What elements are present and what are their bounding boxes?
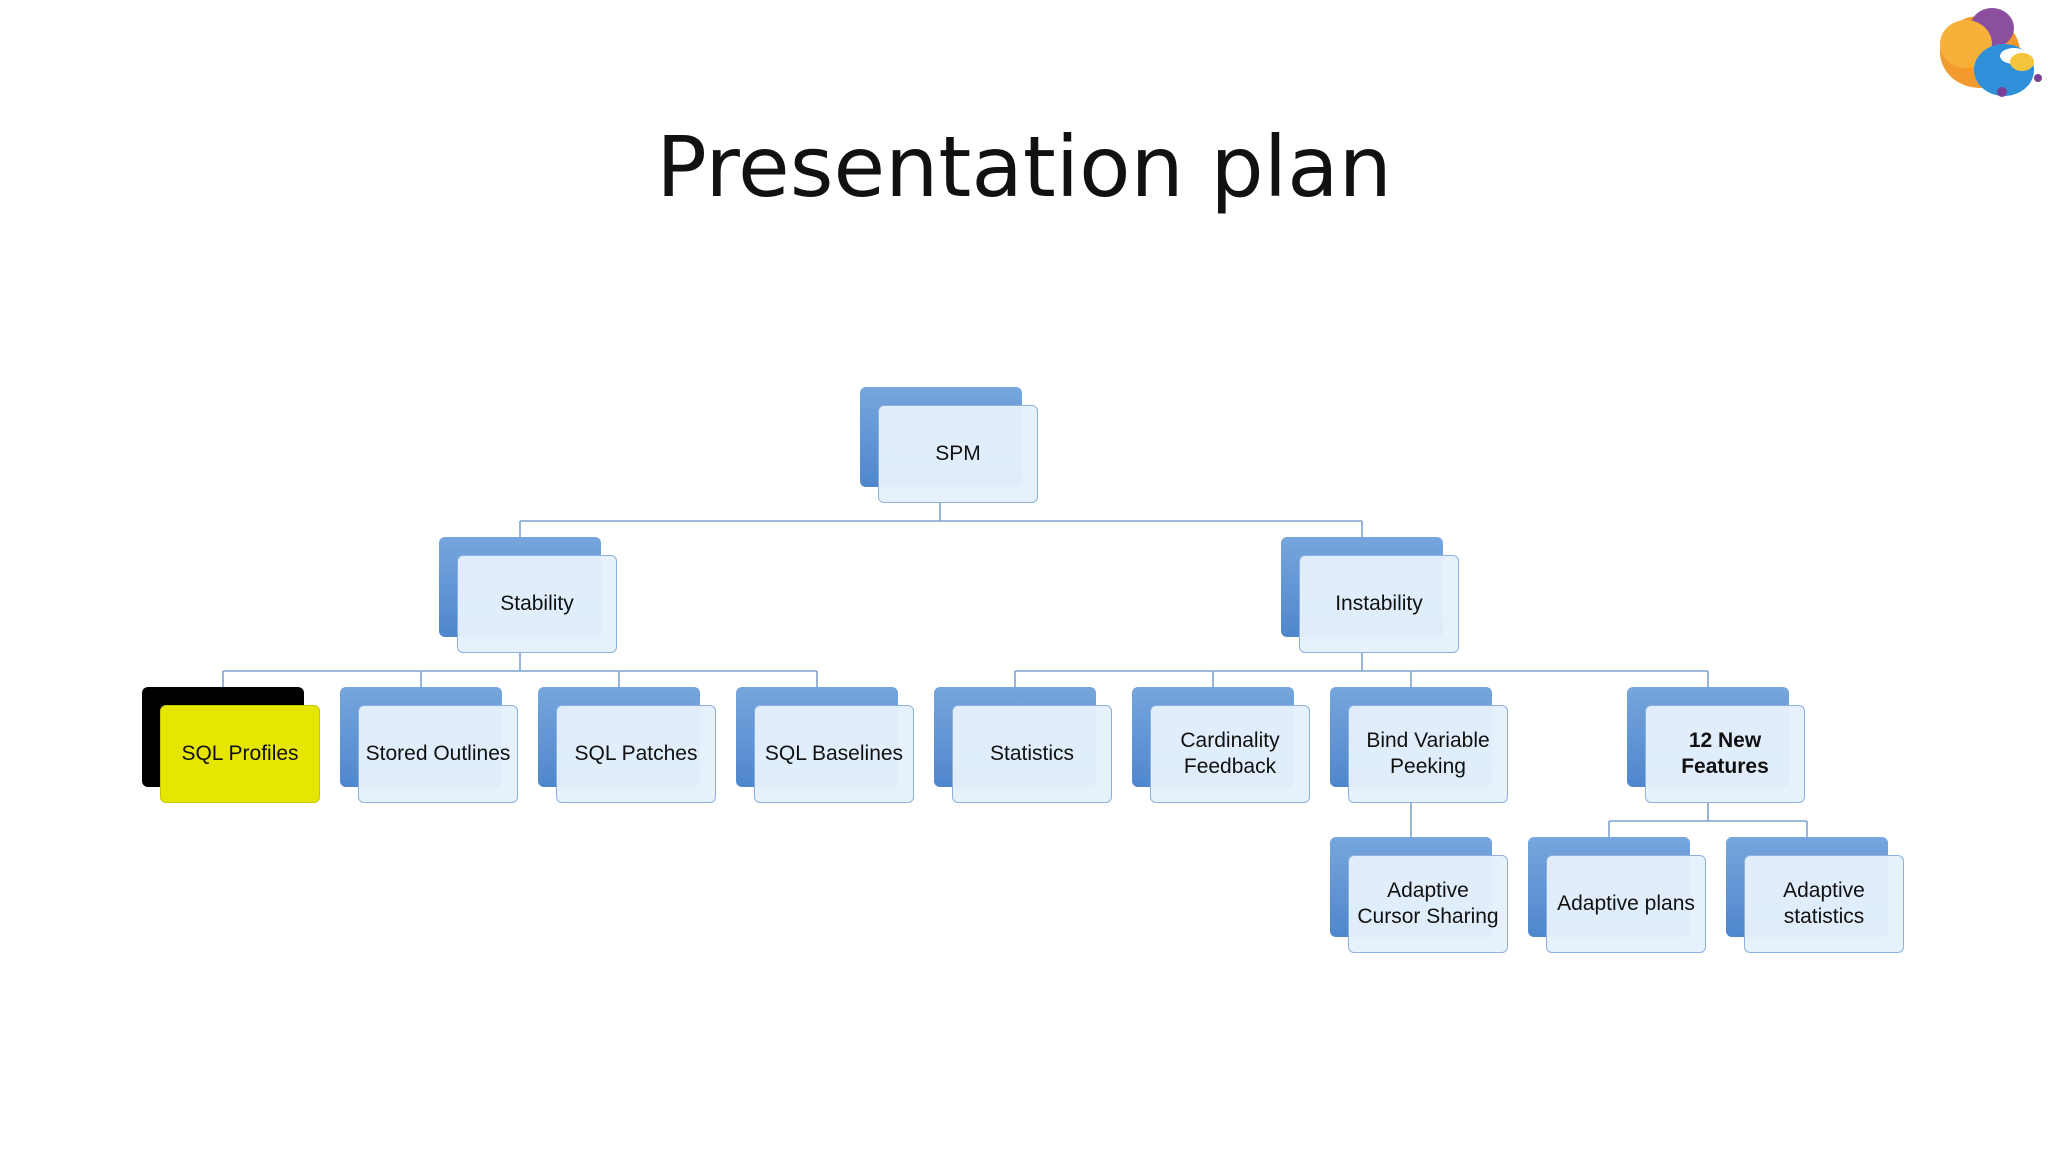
link-spm-children [519, 503, 1363, 540]
node-label: 12 New Features [1645, 705, 1805, 803]
node-statistics: Statistics [934, 687, 1116, 805]
node-stability: Stability [439, 537, 621, 655]
link-instability-children [1014, 653, 1709, 690]
node-cardinality-feedback: Cardinality Feedback [1132, 687, 1314, 805]
node-12-new-features: 12 New Features [1627, 687, 1809, 805]
link-12features-children [1608, 803, 1808, 840]
node-label: SQL Baselines [754, 705, 914, 803]
node-label: Adaptive statistics [1744, 855, 1904, 953]
node-adaptive-plans: Adaptive plans [1528, 837, 1710, 955]
logo-icon [1940, 8, 2042, 97]
node-instability: Instability [1281, 537, 1463, 655]
node-sql-profiles: SQL Profiles [142, 687, 324, 805]
node-adaptive-statistics: Adaptive statistics [1726, 837, 1908, 955]
node-label: Adaptive plans [1546, 855, 1706, 953]
node-label: Statistics [952, 705, 1112, 803]
node-stored-outlines: Stored Outlines [340, 687, 522, 805]
node-label: SPM [878, 405, 1038, 503]
node-label: Cardinality Feedback [1150, 705, 1310, 803]
node-adaptive-cursor-sharing: Adaptive Cursor Sharing [1330, 837, 1512, 955]
slide-title: Presentation plan [656, 118, 1392, 216]
node-spm: SPM [860, 387, 1042, 505]
node-label: SQL Profiles [160, 705, 320, 803]
node-label: Stability [457, 555, 617, 653]
node-bind-variable-peeking: Bind Variable Peeking [1330, 687, 1512, 805]
node-label: Instability [1299, 555, 1459, 653]
node-sql-patches: SQL Patches [538, 687, 720, 805]
node-sql-baselines: SQL Baselines [736, 687, 918, 805]
node-label: SQL Patches [556, 705, 716, 803]
node-label: Stored Outlines [358, 705, 518, 803]
link-stability-children [222, 653, 818, 690]
node-label: Adaptive Cursor Sharing [1348, 855, 1508, 953]
node-label: Bind Variable Peeking [1348, 705, 1508, 803]
